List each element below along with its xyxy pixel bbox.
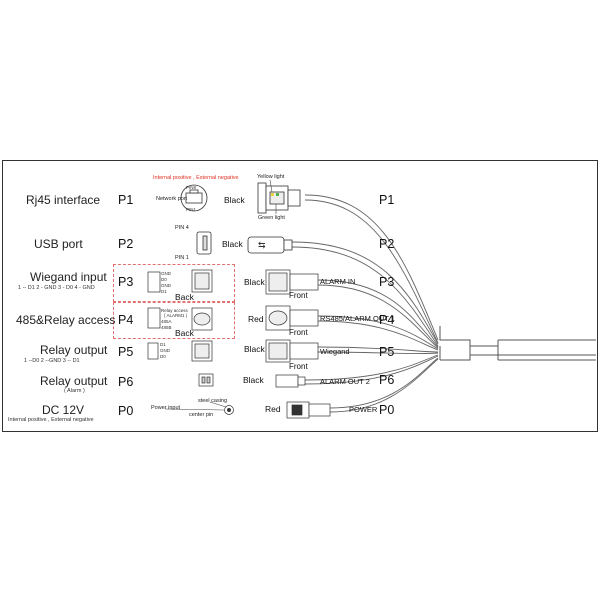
p6-code: P6 — [118, 375, 134, 389]
dc-12v-polarity: Internal positive , External negative — [8, 417, 94, 423]
p6-wire-color: Black — [243, 375, 264, 385]
p5-front-label: Front — [289, 362, 308, 371]
p5-right-code: P5 — [379, 345, 395, 359]
p4-relay-access-label: Relay access — [161, 308, 188, 313]
relay-output-alarm-sub: ( Alarm ) — [64, 388, 85, 394]
p3-pin-gnd-2: GND — [161, 283, 171, 288]
p3-terminal-block — [147, 269, 319, 295]
p2-wire-color: Black — [222, 239, 243, 249]
usb-pin4-label: PIN 4 — [175, 225, 189, 231]
rs485-relay-access-label: 485&Relay access — [16, 313, 116, 327]
p4-wire-color: Red — [248, 314, 264, 324]
leader-lines — [164, 179, 277, 411]
p3-back-label: Back — [175, 292, 194, 302]
p5-wire-color: Black — [244, 344, 265, 354]
usb-plug — [247, 236, 285, 254]
p3-highlight-box — [113, 264, 235, 302]
p5-pin-d0: D0 — [160, 354, 166, 359]
p3-right-code: P3 — [379, 275, 395, 289]
p0-code: P0 — [118, 404, 134, 418]
p4-back-label: Back — [175, 328, 194, 338]
p5-code: P5 — [118, 345, 134, 359]
p3-code: P3 — [118, 275, 134, 289]
alarm-in-tag: ALARM IN — [320, 277, 356, 286]
rs485-alarm-out-tag: RS485/ALARM OUT 1 — [320, 314, 395, 323]
power-input-label: Power input — [151, 405, 181, 411]
wiegand-tag: Wiegand — [320, 347, 350, 356]
p4-code: P4 — [118, 313, 134, 327]
trunk-cable — [439, 326, 596, 361]
dc-barrel-connector — [224, 401, 331, 419]
p1-right-code: P1 — [379, 193, 395, 207]
p3-wire-color: Black — [244, 277, 265, 287]
p4-front-label: Front — [289, 328, 308, 337]
rj45-interface-label: Rj45 interface — [26, 193, 101, 207]
center-pin-label: center pin — [189, 412, 214, 418]
alarm-out-2-tag: ALARM OUT 2 — [320, 377, 370, 386]
p1-wire-color: Black — [224, 195, 245, 205]
p0-wire-color: Red — [265, 404, 281, 414]
p4-right-code: P4 — [379, 313, 395, 327]
green-light-label: Green light — [258, 215, 285, 221]
p2-code: P2 — [118, 237, 134, 251]
wiegand-input-pinout: 1 -- D1 2 - GND 3 - D0 4 - GND — [18, 285, 95, 291]
p3-pin-gnd-1: GND — [161, 271, 171, 276]
p4-485b-label: 485B — [161, 325, 172, 330]
usb-port-label: USB port — [34, 237, 83, 251]
network-port-label: Network port — [156, 196, 188, 202]
p4-terminal-block — [147, 305, 319, 331]
p4-485a-label: 485A — [161, 319, 172, 324]
rj45-pin1-label: PIN1 — [186, 207, 197, 212]
usb-icon: ⇆ — [258, 240, 266, 250]
p6-plug — [275, 374, 299, 388]
usb-connector: ⇆ — [196, 231, 293, 255]
p0-right-code: P0 — [379, 403, 395, 417]
relay-output-pinout: 1 --D0 2 --GND 3 -- D1 — [24, 358, 80, 364]
internal-positive-note: Internal positive , External negative — [153, 175, 239, 181]
rj45-pin8-label: PIN8 — [186, 185, 197, 190]
usb-pin1-label: PIN 1 — [175, 255, 189, 261]
p6-right-code: P6 — [379, 373, 395, 387]
rj45-connector — [180, 182, 301, 214]
p3-pin-d0: D0 — [161, 277, 167, 282]
p5-terminal-block — [147, 339, 319, 363]
green-light — [276, 193, 279, 196]
p6-connector — [198, 373, 306, 388]
p5-pin-d1: D1 — [160, 342, 166, 347]
branch-wires — [291, 194, 439, 413]
p5-pin-gnd: GND — [160, 348, 170, 353]
p3-front-label: Front — [289, 291, 308, 300]
yellow-light-label: Yellow light — [257, 174, 285, 180]
power-tag: POWER — [349, 405, 378, 414]
p1-code: P1 — [118, 193, 134, 207]
p4-highlight-box — [113, 302, 235, 339]
relay-output-label: Relay output — [40, 343, 108, 357]
yellow-light — [271, 193, 274, 196]
dc-12v-label: DC 12V — [42, 403, 85, 417]
relay-output-alarm-label: Relay output — [40, 374, 108, 388]
wiegand-input-label: Wiegand input — [30, 270, 107, 284]
rj45-body — [257, 182, 267, 214]
p2-right-code: P2 — [379, 237, 395, 251]
p4-alarm1-label: ( ALARM1 ) — [164, 313, 188, 318]
steel-casing-label: steel casing — [198, 398, 228, 404]
p3-pin-d1: D1 — [161, 289, 167, 294]
